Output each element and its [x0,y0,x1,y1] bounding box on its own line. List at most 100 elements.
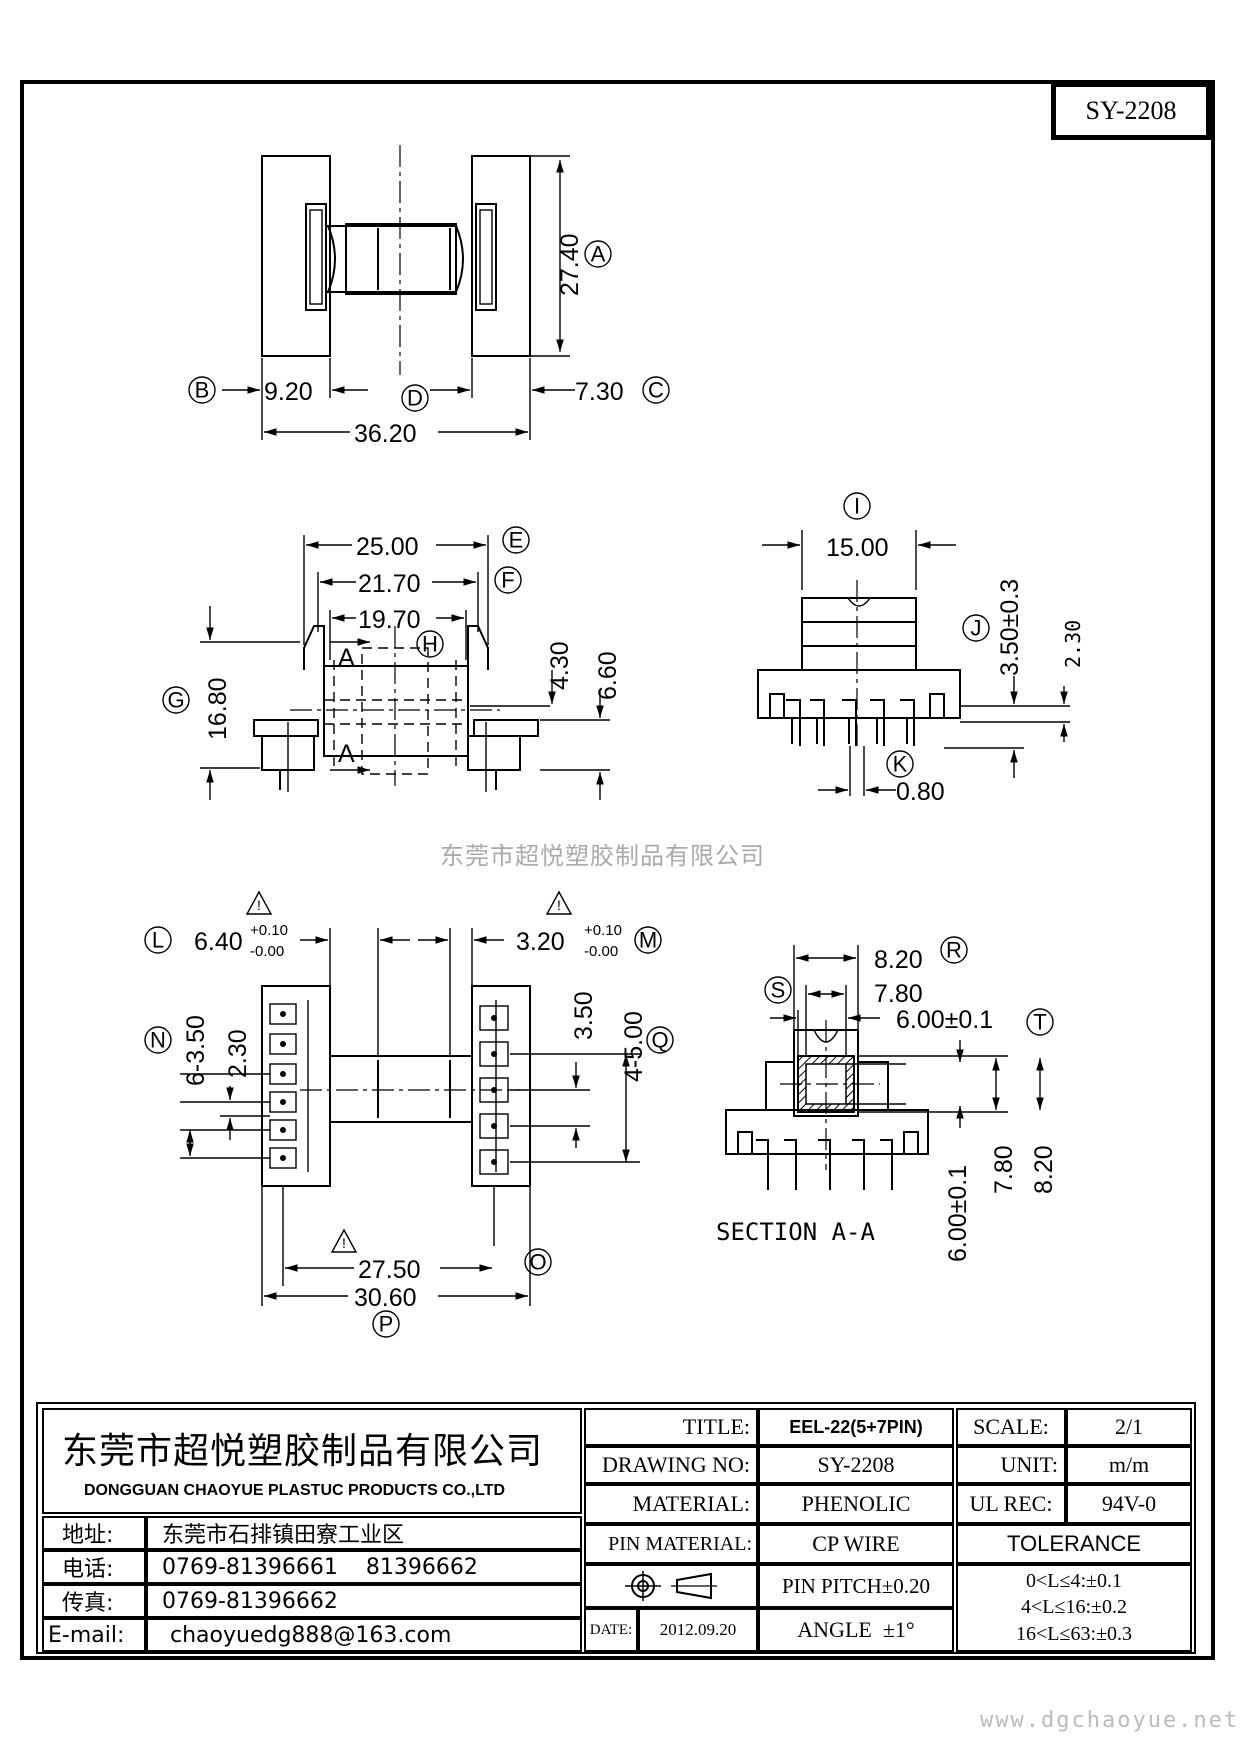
dim-7-80-top: 7.80 [874,980,923,1008]
part-number-box: SY-2208 [1051,82,1211,140]
third-angle-projection-icon [625,1571,717,1601]
watermark-text: 东莞市超悦塑胶制品有限公司 [440,842,765,870]
top-view: 27.40 A B 9.20 D 7.30 C 36.20 [188,145,670,448]
dim-3-50-right: 3.50 [570,991,598,1040]
dim-3-20: 3.20 [516,928,565,956]
title-block: 东莞市超悦塑胶制品有限公司 DONGGUAN CHAOYUE PLASTUC P… [36,1402,1196,1654]
dim-6-3-50: 6-3.50 [182,1015,210,1086]
dim-6-60: 6.60 [594,651,622,700]
unit-value: m/m [1066,1446,1192,1484]
dim-15-00: 15.00 [826,534,889,562]
phone-value: 0769-81396661 81396662 [146,1550,582,1584]
title-label: TITLE: [584,1408,758,1446]
tolerance-row-1: 0<L≤4:±0.1 [1025,1569,1122,1592]
projection-symbol [584,1564,758,1608]
tolerance-table: 0<L≤4:±0.1 4<L≤16:±0.2 16<L≤63:±0.3 [956,1564,1192,1652]
ul-label: UL REC: [956,1484,1066,1524]
email-value[interactable]: chaoyuedg888@163.com [146,1618,582,1652]
dim-4-5-00: 4-5.00 [620,1011,648,1082]
dim-9-20: 9.20 [264,378,313,406]
label-a: A [591,242,606,267]
dim-16-80: 16.80 [204,677,232,740]
warning-m: ! [557,897,561,913]
tol-plus-m: +0.10 [584,922,622,939]
dim-27-50: 27.50 [358,1256,421,1284]
email-label: E-mail: [42,1618,146,1652]
label-d: D [407,386,423,411]
dim-0-80: 0.80 [896,778,945,806]
drawing-no-label: DRAWING NO: [584,1446,758,1484]
angle-tolerance: ANGLE ±1° [758,1608,954,1652]
dim-2-30-bottom: 2.30 [224,1029,252,1078]
section-label: SECTION A-A [716,1218,875,1246]
label-c: C [648,378,664,403]
label-m: M [639,928,657,953]
ul-value: 94V-0 [1066,1484,1192,1524]
label-n: N [150,1028,166,1053]
label-s: S [771,978,786,1003]
tolerance-row-3: 16<L≤63:±0.3 [1015,1623,1132,1646]
pin-material-label: PIN MATERIAL: [584,1524,758,1564]
fax-value: 0769-81396662 [146,1584,582,1618]
dim-3-50: 3.50±0.3 [996,579,1024,676]
section-mark-top: A [338,644,355,672]
section-view: 8.20 R 7.80 S 6.00±0.1 T 6.00±0.1 7.80 8… [716,936,1058,1262]
title-value: EEL-22(5+7PIN) [758,1408,954,1446]
dim-30-60: 30.60 [354,1284,417,1312]
dim-4-30: 4.30 [546,641,574,690]
label-g: G [167,688,184,713]
warning-o: ! [342,1235,346,1251]
scale-value: 2/1 [1066,1408,1192,1446]
date-value: 2012.09.20 [638,1608,758,1652]
label-i: I [854,494,860,519]
unit-label: UNIT: [956,1446,1066,1484]
label-l: L [152,928,164,953]
tolerance-label: TOLERANCE [956,1524,1192,1564]
phone-label: 电话: [42,1550,146,1584]
part-number: SY-2208 [1085,96,1177,125]
dim-2-30: 2.30 [1061,620,1085,668]
dim-8-20-top: 8.20 [874,946,923,974]
label-o: O [529,1250,546,1275]
material-value: PHENOLIC [758,1484,954,1524]
left-pin-row [269,1003,297,1169]
website-url[interactable]: www.dgchaoyue.net [980,1708,1240,1733]
dim-21-70: 21.70 [358,570,421,598]
dim-6-40: 6.40 [194,928,243,956]
fax-label: 传真: [42,1584,146,1618]
label-f: F [501,568,514,593]
dim-19-70: 19.70 [358,606,421,634]
material-label: MATERIAL: [584,1484,758,1524]
scale-label: SCALE: [956,1408,1066,1446]
side-view: 15.00 I 3.50±0.3 J 2.30 0.80 K [757,492,1085,806]
label-b: B [195,378,210,403]
dim-7-30: 7.30 [575,378,624,406]
label-j: J [971,616,982,641]
company-name-en: DONGGUAN CHAOYUE PLASTUC PRODUCTS CO.,LT… [84,1482,506,1499]
label-k: K [893,752,908,777]
label-e: E [509,528,524,553]
dim-8-20-side: 8.20 [1030,1145,1058,1194]
pin-pitch: PIN PITCH±0.20 [758,1564,954,1608]
dim-6-00-top: 6.00±0.1 [896,1006,993,1034]
dim-25-00: 25.00 [356,533,419,561]
dim-7-80-side: 7.80 [990,1145,1018,1194]
company-cell: 东莞市超悦塑胶制品有限公司 DONGGUAN CHAOYUE PLASTUC P… [42,1408,582,1514]
date-label: DATE: [584,1608,638,1652]
company-name-cn: 东莞市超悦塑胶制品有限公司 [62,1431,544,1472]
tolerance-row-2: 4<L≤16:±0.2 [1020,1596,1127,1619]
label-p: P [379,1312,394,1337]
label-t: T [1033,1010,1046,1035]
label-r: R [946,938,962,963]
tol-minus-l: -0.00 [250,943,284,960]
address-label: 地址: [42,1516,146,1550]
dim-6-00-side: 6.00±0.1 [944,1165,972,1262]
drawing-no-value: SY-2208 [758,1446,954,1484]
address-value: 东莞市石排镇田寮工业区 [146,1516,582,1550]
warning-l: ! [257,897,261,913]
tol-minus-m: -0.00 [584,943,618,960]
dim-36-20: 36.20 [354,420,417,448]
label-h: H [422,632,438,657]
dim-27-40: 27.40 [556,233,584,296]
